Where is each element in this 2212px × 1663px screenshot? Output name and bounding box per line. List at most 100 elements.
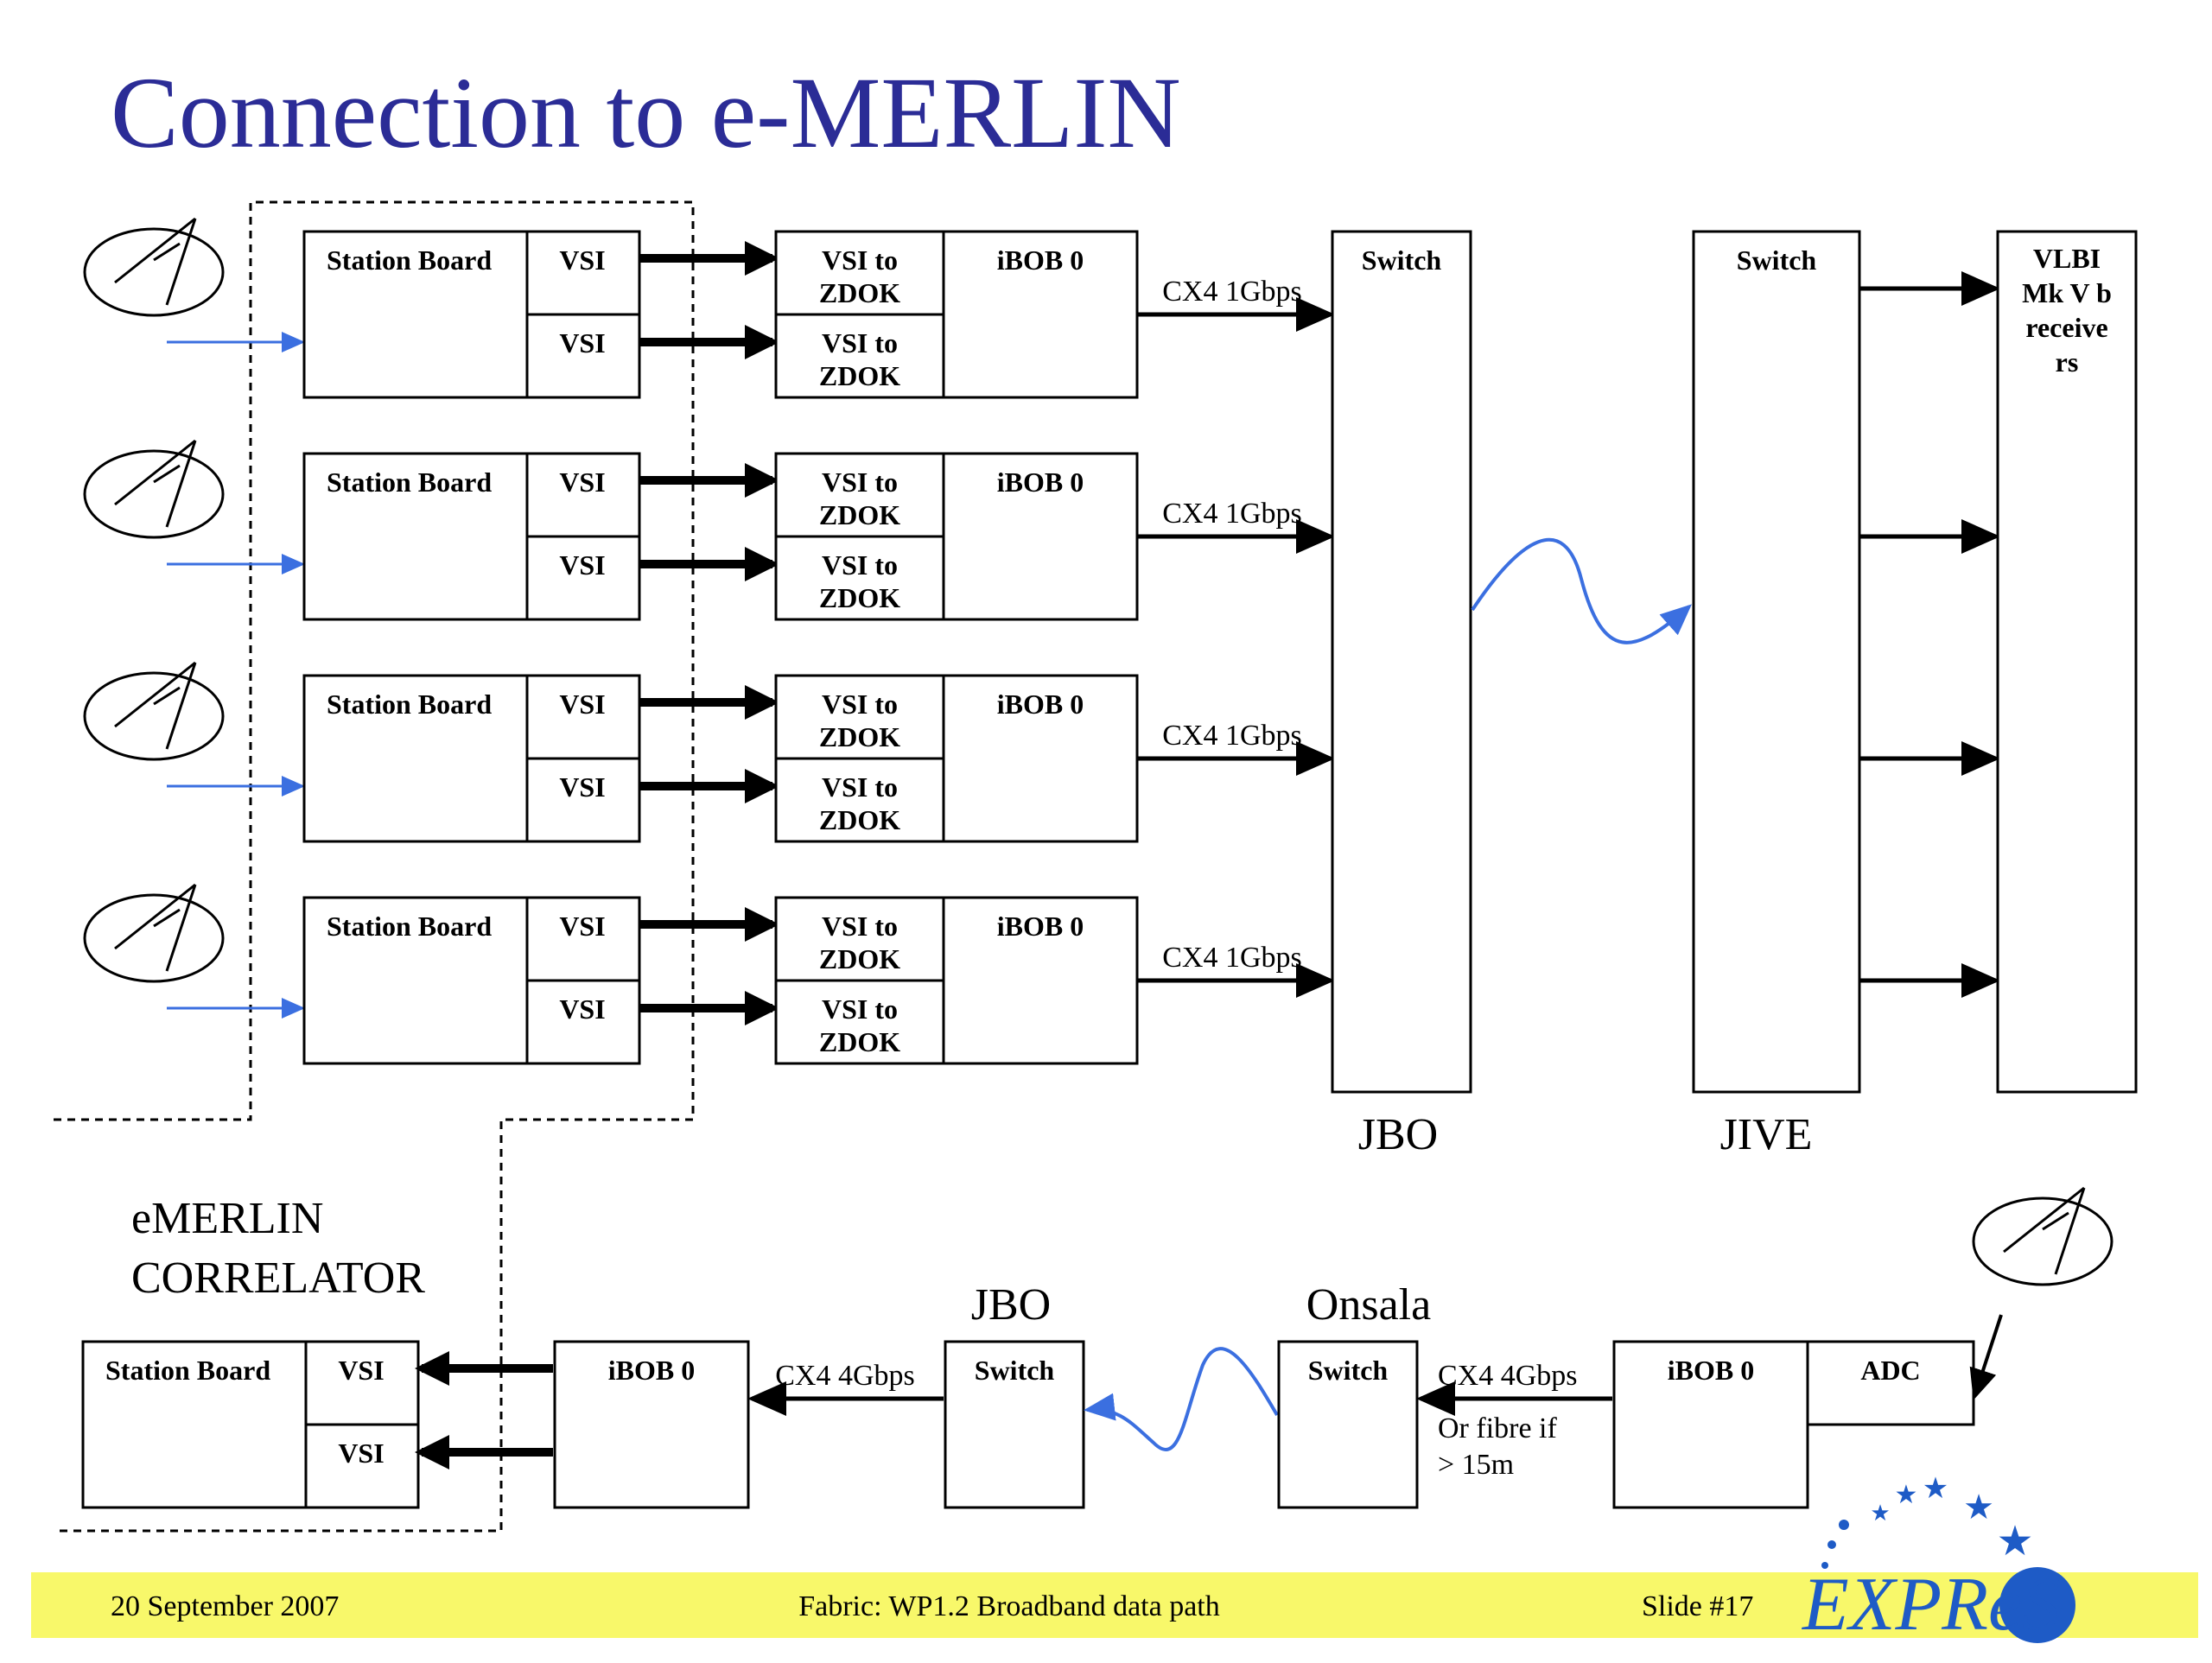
zdok-bottom-label-2: ZDOK bbox=[819, 360, 900, 391]
cx4-link-label: CX4 1Gbps bbox=[1162, 498, 1302, 530]
vsi-top-label: VSI bbox=[559, 911, 605, 942]
zdok-top-label-1: VSI to bbox=[822, 689, 898, 720]
jbo-site-label: JBO bbox=[1358, 1110, 1438, 1159]
correlator-vsi-bottom-label: VSI bbox=[338, 1438, 384, 1469]
radio-dish-icon bbox=[83, 883, 225, 983]
onsala-ibob-label: iBOB 0 bbox=[1668, 1355, 1754, 1386]
svg-text:★: ★ bbox=[1870, 1501, 1890, 1526]
ibob-label: iBOB 0 bbox=[997, 911, 1084, 942]
logo-wordmark: EXPReS bbox=[1801, 1563, 2060, 1647]
correlator-label-2: CORRELATOR bbox=[131, 1254, 425, 1303]
bottom-jbo-site-label: JBO bbox=[971, 1280, 1051, 1330]
vlbi-receivers: VLBI Mk V b receive rs bbox=[1996, 230, 2138, 1094]
cx4-link-label: CX4 1Gbps bbox=[1162, 720, 1302, 752]
zdok-top-label-1: VSI to bbox=[822, 911, 898, 942]
correlator-vsi-top-label: VSI bbox=[338, 1355, 384, 1386]
vsi-bottom-label: VSI bbox=[559, 327, 605, 359]
zdok-top-label-2: ZDOK bbox=[819, 943, 900, 974]
zdok-bottom-label-1: VSI to bbox=[822, 549, 898, 581]
jive-switch-box bbox=[1692, 230, 1861, 1094]
station-board-label: Station Board bbox=[327, 244, 492, 276]
rf-input-arrow-onsala bbox=[1969, 1314, 2003, 1400]
onsala-switch-label: Switch bbox=[1308, 1355, 1389, 1386]
ibob-label: iBOB 0 bbox=[997, 689, 1084, 720]
page-title: Connection to e-MERLIN bbox=[111, 56, 1181, 169]
footer-bar bbox=[31, 1572, 2198, 1638]
onsala-switch-box bbox=[1277, 1340, 1419, 1509]
correlator-dashed-outline bbox=[54, 200, 695, 1533]
correlator-ibob-box bbox=[553, 1340, 750, 1509]
vsi-top-label: VSI bbox=[559, 467, 605, 498]
correlator-station-board-label: Station Board bbox=[105, 1355, 270, 1386]
zdok-top-label-2: ZDOK bbox=[819, 277, 900, 308]
adc-box bbox=[1806, 1340, 1975, 1426]
vlbi-label-4: rs bbox=[2056, 346, 2079, 378]
station-board-label: Station Board bbox=[327, 467, 492, 498]
svg-text:★: ★ bbox=[1923, 1473, 1948, 1505]
jbo-switch: Switch JBO bbox=[1331, 230, 1472, 1159]
footer-date: 20 September 2007 bbox=[111, 1590, 339, 1622]
bottom-chain: Station Board VSI VSI iBOB 0 CX4 4Gbps J… bbox=[81, 1186, 2113, 1509]
bottom-jbo-switch-box bbox=[944, 1340, 1085, 1509]
radio-dish-icon bbox=[83, 217, 225, 317]
onsala-ibob-box bbox=[1612, 1340, 1809, 1509]
footer-slide-number: Slide #17 bbox=[1642, 1590, 1753, 1622]
vsi-bottom-label: VSI bbox=[559, 771, 605, 803]
radio-dish-icon bbox=[83, 439, 225, 539]
jbo-switch-label: Switch bbox=[1362, 244, 1442, 276]
vlbi-label-1: VLBI bbox=[2033, 243, 2101, 274]
footer: 20 September 2007 Fabric: WP1.2 Broadban… bbox=[31, 1572, 2198, 1638]
correlator-label-1: eMERLIN bbox=[131, 1194, 323, 1243]
zdok-bottom-label-2: ZDOK bbox=[819, 804, 900, 835]
bottom-jbo-switch-label: Switch bbox=[975, 1355, 1055, 1386]
jbo-switch-box bbox=[1331, 230, 1472, 1094]
expres-logo: ★ ★ ★ ★ ★ EXPReS bbox=[1801, 1473, 2075, 1647]
zdok-bottom-label-2: ZDOK bbox=[819, 1026, 900, 1057]
cx4-4gbps-left-label: CX4 4Gbps bbox=[775, 1360, 915, 1392]
jive-switch: Switch JIVE bbox=[1692, 230, 1861, 1159]
zdok-top-label-1: VSI to bbox=[822, 467, 898, 498]
star-arc-icon: ★ ★ ★ ★ ★ bbox=[1821, 1473, 2034, 1569]
network-link-wave-bottom bbox=[1084, 1347, 1279, 1451]
jive-switch-label: Switch bbox=[1737, 244, 1817, 276]
fibre-note-1: Or fibre if bbox=[1438, 1412, 1558, 1444]
vsi-bottom-label: VSI bbox=[559, 993, 605, 1025]
svg-text:★: ★ bbox=[1996, 1519, 2033, 1565]
zdok-top-label-1: VSI to bbox=[822, 244, 898, 276]
fibre-note-2: > 15m bbox=[1438, 1449, 1514, 1481]
zdok-bottom-label-1: VSI to bbox=[822, 327, 898, 359]
station-row-4: Station Board VSI VSI VSI to ZDOK VSI to… bbox=[83, 883, 1335, 1065]
vlbi-receivers-box bbox=[1996, 230, 2138, 1094]
zdok-bottom-label-2: ZDOK bbox=[819, 582, 900, 613]
jive-site-label: JIVE bbox=[1720, 1110, 1813, 1159]
vsi-bottom-label: VSI bbox=[559, 549, 605, 581]
vsi-top-label: VSI bbox=[559, 244, 605, 276]
ibob-label: iBOB 0 bbox=[997, 467, 1084, 498]
station-row-3: Station Board VSI VSI VSI to ZDOK VSI to… bbox=[83, 661, 1335, 843]
vlbi-label-3: receive bbox=[2025, 312, 2107, 343]
logo-globe-icon bbox=[1999, 1567, 2075, 1643]
zdok-bottom-label-1: VSI to bbox=[822, 771, 898, 803]
station-row-1: Station Board VSI VSI VSI to ZDOK VSI to… bbox=[83, 217, 1335, 399]
cx4-4gbps-right-label: CX4 4Gbps bbox=[1438, 1360, 1578, 1392]
network-link-wave bbox=[1471, 537, 1692, 644]
svg-text:★: ★ bbox=[1963, 1488, 1994, 1527]
footer-title: Fabric: WP1.2 Broadband data path bbox=[798, 1590, 1220, 1622]
vlbi-label-2: Mk V b bbox=[2022, 277, 2112, 308]
zdok-bottom-label-1: VSI to bbox=[822, 993, 898, 1025]
zdok-top-label-2: ZDOK bbox=[819, 499, 900, 530]
cx4-link-label: CX4 1Gbps bbox=[1162, 942, 1302, 974]
zdok-top-label-2: ZDOK bbox=[819, 721, 900, 752]
onsala-site-label: Onsala bbox=[1306, 1280, 1431, 1330]
adc-label: ADC bbox=[1860, 1355, 1920, 1386]
cx4-link-label: CX4 1Gbps bbox=[1162, 276, 1302, 308]
station-row-2: Station Board VSI VSI VSI to ZDOK VSI to… bbox=[83, 439, 1335, 621]
vsi-top-label: VSI bbox=[559, 689, 605, 720]
radio-dish-icon bbox=[1972, 1186, 2113, 1286]
correlator-ibob-label: iBOB 0 bbox=[608, 1355, 695, 1386]
radio-dish-icon bbox=[83, 661, 225, 761]
station-board-label: Station Board bbox=[327, 911, 492, 942]
station-board-label: Station Board bbox=[327, 689, 492, 720]
